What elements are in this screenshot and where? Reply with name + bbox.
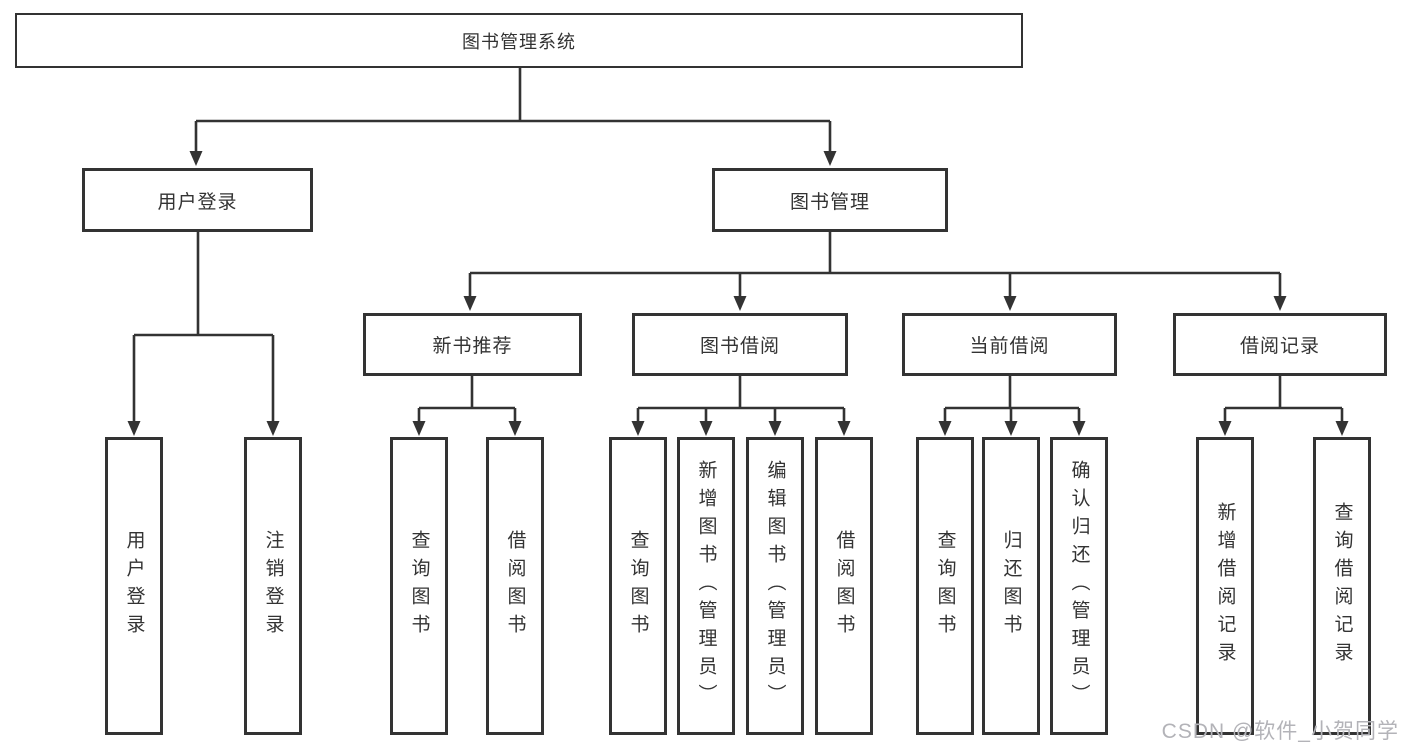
node-book-management-label: 图书管理 xyxy=(789,191,870,213)
leaf-logout-label: 注销登录 xyxy=(262,530,284,642)
arrowhead-icon xyxy=(1218,421,1232,436)
node-current-borrowing: 当前借阅 xyxy=(902,313,1117,376)
leaf-confirm-return-admin-label: 确认归还（管理员） xyxy=(1068,460,1090,712)
arrowhead-icon xyxy=(699,421,713,436)
node-library-management-system: 图书管理系统 xyxy=(15,13,1023,68)
leaf-query-books-recommendation: 查询图书 xyxy=(390,437,448,735)
arrowhead-icon xyxy=(412,421,426,436)
leaf-return-books: 归还图书 xyxy=(982,437,1040,735)
arrowhead-icon xyxy=(938,421,952,436)
node-borrowing-records-label: 借阅记录 xyxy=(1239,336,1320,357)
arrowhead-icon xyxy=(1273,296,1287,311)
leaf-borrow-books-recommendation-label: 借阅图书 xyxy=(504,530,526,642)
leaf-query-books-current: 查询图书 xyxy=(916,437,974,735)
leaf-query-borrow-record: 查询借阅记录 xyxy=(1313,437,1371,735)
arrowhead-icon xyxy=(733,296,747,311)
node-borrowing-records: 借阅记录 xyxy=(1173,313,1387,376)
arrowheads xyxy=(127,151,1349,436)
arrowhead-icon xyxy=(1072,421,1086,436)
leaf-query-books-borrowing: 查询图书 xyxy=(609,437,667,735)
arrowhead-icon xyxy=(1003,296,1017,311)
leaf-edit-books-admin: 编辑图书（管理员） xyxy=(746,437,804,735)
leaf-add-books-admin: 新增图书（管理员） xyxy=(677,437,735,735)
leaf-edit-books-admin-label: 编辑图书（管理员） xyxy=(764,460,786,712)
leaf-add-borrow-record: 新增借阅记录 xyxy=(1196,437,1254,735)
leaf-user-login: 用户登录 xyxy=(105,437,163,735)
arrowhead-icon xyxy=(1004,421,1018,436)
arrowhead-icon xyxy=(631,421,645,436)
leaf-user-login-label: 用户登录 xyxy=(123,530,145,642)
leaf-query-borrow-record-label: 查询借阅记录 xyxy=(1331,502,1353,670)
node-new-book-recommendation-label: 新书推荐 xyxy=(432,336,513,357)
leaf-borrow-books-label: 借阅图书 xyxy=(833,530,855,642)
csdn-watermark: CSDN @软件_小贺同学 xyxy=(1161,720,1399,743)
arrowhead-icon xyxy=(127,421,141,436)
arrowhead-icon xyxy=(266,421,280,436)
node-book-borrowing-label: 图书借阅 xyxy=(699,336,780,357)
node-current-borrowing-label: 当前借阅 xyxy=(969,336,1050,357)
node-user-login: 用户登录 xyxy=(82,168,313,232)
leaf-query-books-borrowing-label: 查询图书 xyxy=(627,530,649,642)
node-new-book-recommendation: 新书推荐 xyxy=(363,313,582,376)
arrowhead-icon xyxy=(823,151,837,166)
node-book-borrowing: 图书借阅 xyxy=(632,313,848,376)
leaf-confirm-return-admin: 确认归还（管理员） xyxy=(1050,437,1108,735)
arrowhead-icon xyxy=(463,296,477,311)
arrowhead-icon xyxy=(1335,421,1349,436)
arrowhead-icon xyxy=(189,151,203,166)
leaf-borrow-books: 借阅图书 xyxy=(815,437,873,735)
leaf-borrow-books-recommendation: 借阅图书 xyxy=(486,437,544,735)
arrowhead-icon xyxy=(508,421,522,436)
leaf-query-books-recommendation-label: 查询图书 xyxy=(408,530,430,642)
node-book-management: 图书管理 xyxy=(712,168,948,232)
leaf-add-borrow-record-label: 新增借阅记录 xyxy=(1214,502,1236,670)
arrowhead-icon xyxy=(768,421,782,436)
leaf-logout: 注销登录 xyxy=(244,437,302,735)
leaf-query-books-current-label: 查询图书 xyxy=(934,530,956,642)
connector-lines xyxy=(132,68,1344,423)
leaf-return-books-label: 归还图书 xyxy=(1000,530,1022,642)
arrowhead-icon xyxy=(837,421,851,436)
node-library-management-system-label: 图书管理系统 xyxy=(462,31,576,52)
leaf-add-books-admin-label: 新增图书（管理员） xyxy=(695,460,717,712)
node-user-login-label: 用户登录 xyxy=(157,191,238,213)
